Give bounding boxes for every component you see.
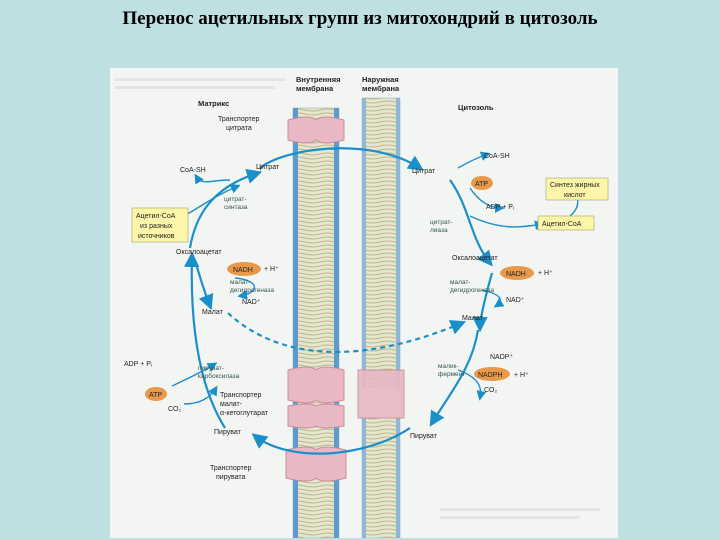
right-citrate: Цитрат <box>412 168 436 175</box>
left-acetyl-coa-box-1: Ацетил-CoA <box>136 213 176 220</box>
right-malic-enzyme-2: фермент <box>438 371 465 378</box>
left-citrate-transporter-1: Транспортер <box>218 116 259 123</box>
left-malate-dh-1: малат- <box>230 279 251 286</box>
inner-membrane-header-2: мембрана <box>296 84 334 93</box>
right-oxaloacetate: Оксалоацетат <box>452 255 498 262</box>
arrow-acetyl-coa-right <box>469 215 545 231</box>
arrow-right-citrate-to-oxaloacetate <box>449 179 493 267</box>
left-nad-plus: NAD⁺ <box>242 299 261 306</box>
outer-membrane <box>360 97 402 538</box>
arrow-coa-right <box>457 151 491 169</box>
left-co2: CO₂ <box>168 406 182 413</box>
right-malate: Малат <box>462 315 484 322</box>
right-h-plus: + H⁺ <box>538 270 553 277</box>
arrow-left-pyruvate-to-oxaloacetate <box>183 251 226 429</box>
arrow-coa-release-left <box>194 173 231 185</box>
right-fatty-acid-box-1: Синтез жирных <box>550 182 600 189</box>
left-malate: Малат <box>202 309 224 316</box>
outer-membrane-header-1: Наружная <box>362 75 399 84</box>
left-malate-dh-2: дегидрогеназа <box>230 287 274 294</box>
right-citrate-lyase-1: цитрат- <box>430 219 453 226</box>
right-nadp-plus: NADP⁺ <box>490 354 513 361</box>
right-malate-dh-2: дегидрогеназа <box>450 287 494 294</box>
right-nadph: NADPH <box>478 372 503 379</box>
malate-akg-transporter-lower <box>287 403 345 429</box>
left-pyruvate-carboxylase-1: пируват- <box>198 365 224 372</box>
arrow-left-oxaloacetate-to-citrate <box>188 168 263 249</box>
right-acetyl-coa-box: Ацетил-CoA <box>542 221 582 228</box>
atp-right-oval <box>471 176 493 190</box>
right-pyruvate: Пируват <box>410 433 438 440</box>
fatty-acid-synthesis-box <box>545 177 609 201</box>
inner-membrane-header-1: Внутренняя <box>296 75 340 84</box>
arrow-atp-right <box>469 187 505 213</box>
left-adp-pi: ADP + Pᵢ <box>124 361 152 368</box>
left-h-plus: + H⁺ <box>264 266 279 273</box>
nadh-right-oval <box>500 266 534 280</box>
arrow-citrate-export <box>259 147 424 171</box>
right-h-plus-2: + H⁺ <box>514 372 529 379</box>
outer-porin-top <box>357 369 405 419</box>
arrow-nad-right <box>481 289 505 308</box>
pyruvate-transporter <box>285 446 347 482</box>
arrow-left-oxaloacetate-to-malate <box>193 259 214 311</box>
right-coa-sh: CoA-SH <box>484 153 510 160</box>
left-malate-akg-transporter-2: малат- <box>220 401 243 408</box>
right-citrate-lyase-2: лиаза <box>430 227 448 234</box>
nadph-right-oval <box>474 367 510 381</box>
left-malate-akg-transporter-1: Транспортер <box>220 392 261 399</box>
cytosol-label: Цитозоль <box>458 103 494 112</box>
atp-left-oval <box>145 387 167 401</box>
right-malate-dh-1: малат- <box>450 279 471 286</box>
outer-membrane-header-2: мембрана <box>362 84 400 93</box>
arrow-pyruvate-import <box>251 427 411 455</box>
right-adp-pi: ADP + Pᵢ <box>486 204 514 211</box>
arrow-co2-left <box>183 385 218 405</box>
right-malic-enzyme-1: малик- <box>438 363 459 370</box>
diagram-figure: Внутренняя мембрана Наружная мембрана Ма… <box>110 68 618 538</box>
right-atp: ATP <box>475 181 488 188</box>
right-co2: CO₂ <box>484 387 498 394</box>
left-citrate-synthase-2: синтаза <box>224 204 248 211</box>
left-nadh: NADH <box>233 267 253 274</box>
arrow-right-oxaloacetate-to-malate <box>472 272 494 333</box>
left-citrate-transporter-2: цитрата <box>226 125 252 132</box>
malate-akg-transporter <box>287 366 345 404</box>
arrow-malate-export-dashed <box>227 312 467 353</box>
slide-title: Перенос ацетильных групп из митохондрий … <box>122 8 598 29</box>
arrow-right-malate-to-pyruvate <box>429 329 480 427</box>
left-acetyl-coa-box-2: из разных <box>140 223 173 230</box>
left-oxaloacetate: Оксалоацетат <box>176 249 222 256</box>
left-pyruvate-transporter-2: пирувата <box>216 474 246 481</box>
left-pyruvate-carboxylase-2: карбоксилаза <box>198 372 240 380</box>
left-atp: ATP <box>149 392 162 399</box>
arrow-nadph-right <box>457 369 487 401</box>
left-malate-akg-transporter-3: α-кетоглутарат <box>220 410 269 417</box>
left-citrate: Цитрат <box>256 164 280 171</box>
citrate-transporter <box>287 116 345 144</box>
acetyl-coa-right-box <box>537 215 595 231</box>
right-fatty-acid-box-2: кислот <box>564 192 586 199</box>
acetyl-coa-sources-box <box>131 207 189 243</box>
nadh-left-oval <box>227 262 261 276</box>
left-pyruvate: Пируват <box>214 429 242 436</box>
background-texture <box>115 78 600 519</box>
left-acetyl-coa-box-3: источников <box>138 233 175 240</box>
right-nad-plus: NAD⁺ <box>506 297 525 304</box>
left-pyruvate-transporter-1: Транспортер <box>210 465 251 472</box>
left-citrate-synthase-1: цитрат- <box>224 196 247 203</box>
left-coa-sh: CoA-SH <box>180 167 206 174</box>
arrow-nad-left <box>234 277 256 300</box>
right-nadh: NADH <box>506 271 526 278</box>
matrix-label: Матрикс <box>198 99 229 108</box>
arrow-adp-left <box>171 362 218 387</box>
